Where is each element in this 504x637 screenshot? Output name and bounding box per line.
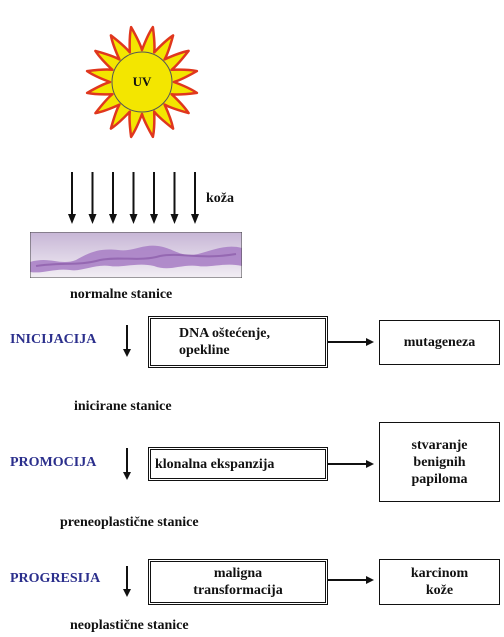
- stage-1-process-box: DNA oštećenje, opekline: [148, 316, 328, 368]
- stage-3-process-box: maligna transformacija: [148, 559, 328, 605]
- stage-1-label: INICIJACIJA: [10, 332, 96, 348]
- stage-2-process-line-1: klonalna ekspanzija: [155, 456, 325, 473]
- stage-3-outcome-box: karcinom kože: [379, 559, 500, 605]
- stage-2-process-box: klonalna ekspanzija: [148, 447, 328, 481]
- stage-3-process-line-1: maligna: [214, 565, 262, 582]
- stage-3-process-line-2: transformacija: [193, 582, 282, 599]
- stage-3-label: PROGRESIJA: [10, 571, 100, 587]
- stage-2-outcome-line-1: stvaranje: [412, 437, 468, 454]
- stage-1-outcome-line-1: mutageneza: [404, 334, 476, 351]
- stage-3-outcome-line-2: kože: [426, 582, 453, 599]
- stage-1-result: inicirane stanice: [74, 399, 172, 415]
- stage-1-outcome-box: mutageneza: [379, 320, 500, 365]
- stage-3-result: neoplastične stanice: [70, 618, 189, 634]
- stage-2-outcome-line-2: benignih: [413, 454, 465, 471]
- stage-2-label: PROMOCIJA: [10, 455, 96, 471]
- stage-2-outcome-box: stvaranje benignih papiloma: [379, 422, 500, 502]
- stage-1-process-line-2: opekline: [179, 342, 325, 359]
- stage-2-result: preneoplastične stanice: [60, 515, 199, 531]
- stage-3-outcome-line-1: karcinom: [411, 565, 468, 582]
- stage-1-process-line-1: DNA oštećenje,: [179, 325, 325, 342]
- stage-2-outcome-line-3: papiloma: [411, 471, 467, 488]
